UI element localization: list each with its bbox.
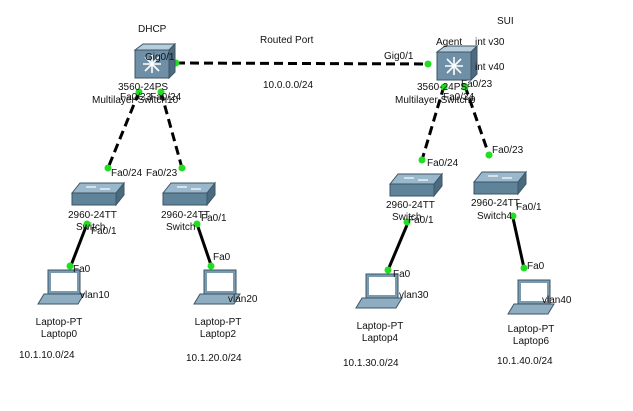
swr2-fa1-port-label: Fa0/1 [516, 202, 542, 213]
swr1-model-label: 2960-24TT [386, 200, 435, 211]
mls10-model-label: 3560-24PS [118, 82, 169, 93]
laptop-icon[interactable] [37, 269, 85, 305]
mls9-model-label: 3560-24PS [417, 82, 468, 93]
swr1-fa1-port-label: Fa0/1 [408, 215, 434, 226]
dhcp-label: DHCP [138, 24, 167, 35]
switch-icon[interactable] [388, 172, 444, 198]
int-v30-label: int v30 [475, 37, 505, 48]
laptop0-type-label: Laptop-PT [35, 317, 83, 328]
laptop-icon[interactable] [193, 269, 241, 305]
laptop6-type-label: Laptop-PT [507, 324, 555, 335]
link-status-dot [135, 88, 143, 96]
mls10-fa24-port-label: Fa0/24 [150, 92, 182, 103]
link-swl1-laptop0[interactable] [68, 223, 89, 269]
switch-icon[interactable] [70, 181, 126, 207]
laptop-icon[interactable] [355, 273, 403, 309]
laptop4-subnet-label: 10.1.30.0/24 [343, 358, 399, 369]
swl2-name-label: Switch [166, 222, 196, 233]
routed-port-label: Routed Port [260, 35, 314, 46]
link-status-dot [157, 88, 165, 96]
mls9-fa24-port-label: Fa0/24 [443, 92, 475, 103]
mls9-gig-port-label: Gig0/1 [384, 51, 414, 62]
link-status-dot [83, 220, 91, 228]
mls9-fa23-port-label: Fa0/23 [461, 79, 493, 90]
link-swl2-laptop2[interactable] [195, 223, 213, 266]
laptop6-fa0-port-label: Fa0 [527, 261, 545, 272]
laptop2-subnet-label: 10.1.20.0/24 [186, 353, 242, 364]
mls10-name-label: Multilayer Switch10 [92, 95, 179, 106]
swr2-name-label: Switch4 [477, 211, 513, 222]
laptop0-name-label: Laptop0 [40, 329, 78, 340]
laptop2-type-label: Laptop-PT [194, 317, 242, 328]
int-v40-label: int v40 [475, 62, 505, 73]
laptop0-fa0-port-label: Fa0 [73, 264, 91, 275]
swl2-fa1-port-label: Fa0/1 [201, 213, 227, 224]
laptop6-vlan-label: vlan40 [542, 295, 572, 306]
link-status-dot [424, 60, 432, 68]
link-status-dot [509, 212, 517, 220]
routed-subnet-label: 10.0.0.0/24 [263, 80, 314, 91]
mls10-gig-port-label: Gig0/1 [145, 52, 175, 63]
switch-icon[interactable] [472, 170, 528, 196]
link-status-dot [384, 266, 392, 274]
laptop4-fa0-port-label: Fa0 [393, 269, 411, 280]
swl2-fa23-port-label: Fa0/23 [146, 168, 178, 179]
link-status-dot [520, 264, 528, 272]
multilayer-switch-icon[interactable] [133, 42, 177, 80]
swr1-name-label: Switch [392, 212, 422, 223]
switch-icon[interactable] [161, 181, 217, 207]
swl1-fa24-port-label: Fa0/24 [111, 168, 143, 179]
laptop6-name-label: Laptop6 [512, 336, 550, 347]
agent-label: Agent [436, 37, 463, 48]
link-status-dot [418, 156, 426, 164]
swr2-fa23-port-label: Fa0/23 [492, 145, 524, 156]
link-swr2-laptop6[interactable] [511, 217, 526, 269]
link-status-dot [178, 164, 186, 172]
link-routed-port[interactable] [175, 61, 431, 66]
laptop2-vlan-label: vlan20 [228, 294, 258, 305]
laptop2-name-label: Laptop2 [199, 329, 237, 340]
swl1-model-label: 2960-24TT [68, 210, 117, 221]
swr2-model-label: 2960-24TT [471, 198, 520, 209]
link-status-dot [461, 83, 469, 91]
link-status-dot [104, 164, 112, 172]
laptop0-subnet-label: 10.1.10.0/24 [19, 350, 75, 361]
link-status-dot [66, 262, 74, 270]
laptop4-vlan-label: vlan30 [399, 290, 429, 301]
link-status-dot [485, 151, 493, 159]
link-swr1-laptop4[interactable] [386, 224, 409, 271]
mls9-name-label: Multilayer Switch9 [395, 95, 476, 106]
laptop6-subnet-label: 10.1.40.0/24 [497, 356, 553, 367]
link-status-dot [193, 220, 201, 228]
link-status-dot [403, 218, 411, 226]
laptop4-type-label: Laptop-PT [356, 321, 404, 332]
laptop0-vlan-label: vlan10 [80, 290, 110, 301]
swl2-model-label: 2960-24TT [161, 210, 210, 221]
laptop4-name-label: Laptop4 [361, 333, 399, 344]
laptop-icon[interactable] [507, 279, 555, 315]
link-status-dot [440, 83, 448, 91]
multilayer-switch-icon[interactable] [435, 44, 479, 82]
sui-label: SUI [497, 16, 514, 27]
link-status-dot [207, 262, 215, 270]
laptop2-fa0-port-label: Fa0 [213, 252, 231, 263]
swl1-fa1-port-label: Fa0/1 [91, 226, 117, 237]
link-mls9-swr1[interactable] [420, 85, 446, 161]
swl1-name-label: Switch [76, 222, 106, 233]
swr1-fa24-port-label: Fa0/24 [427, 158, 459, 169]
link-mls9-swr2[interactable] [463, 85, 491, 156]
mls10-fa23-port-label: Fa0/23 [120, 92, 152, 103]
